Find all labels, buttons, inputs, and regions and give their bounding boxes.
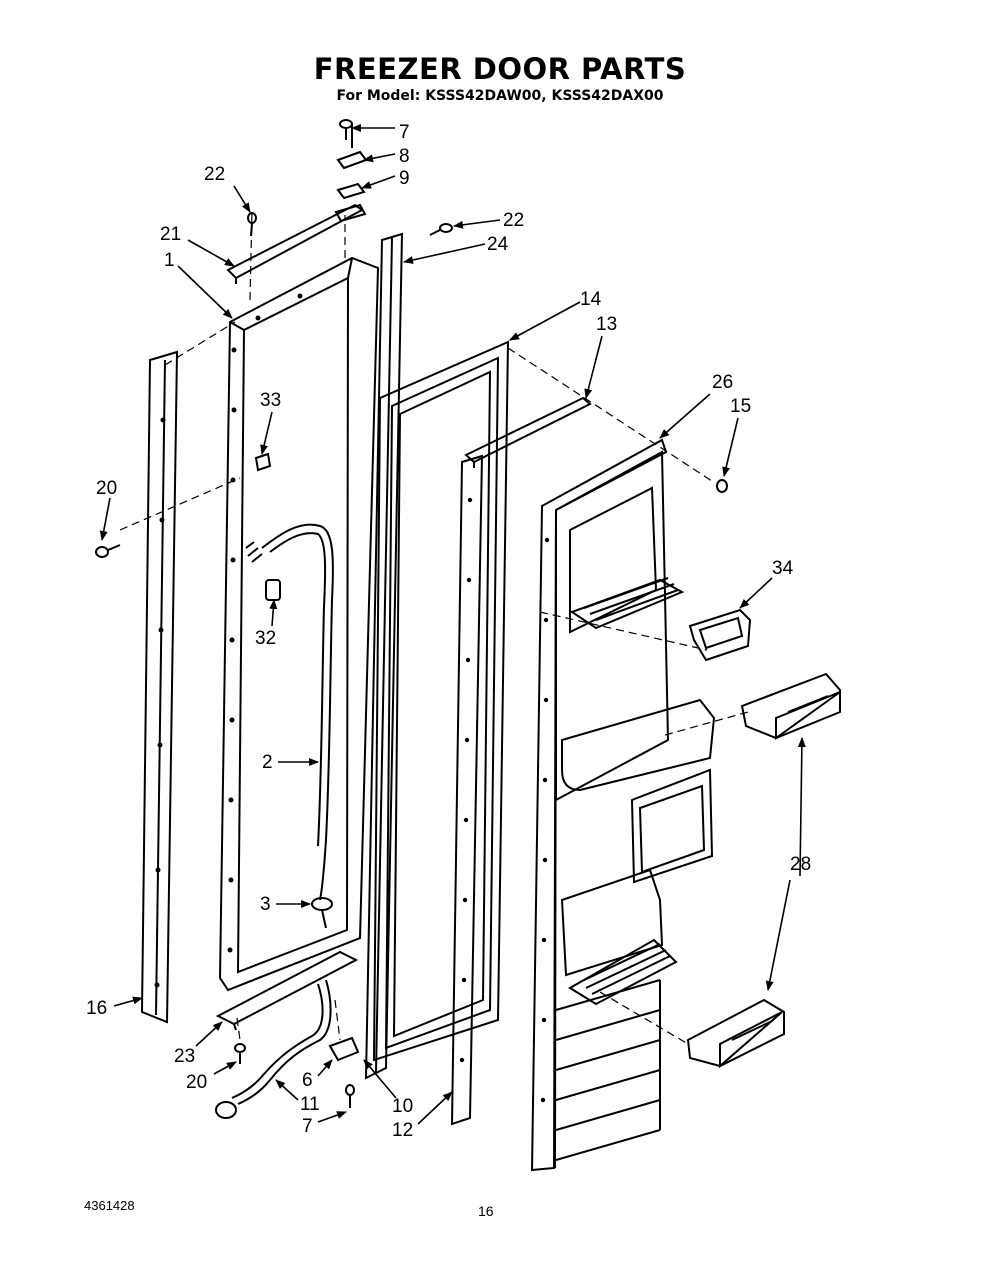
callout-26: 26 — [712, 372, 733, 393]
part-6-clip — [328, 1036, 360, 1062]
callout-33: 33 — [260, 390, 281, 411]
part-24-door-strip — [364, 232, 404, 1080]
callout-2: 2 — [262, 752, 273, 773]
callout-32: 32 — [255, 628, 276, 649]
callout-1: 1 — [164, 250, 175, 271]
document-number: 4361428 — [84, 1198, 135, 1213]
part-3-terminal — [311, 897, 333, 929]
page-number: 16 — [478, 1203, 494, 1219]
callout-10: 10 — [392, 1096, 413, 1117]
part-26-outer-door-panel — [530, 438, 716, 1172]
callout-8: 8 — [399, 146, 410, 167]
part-1-door-liner-frame — [218, 256, 380, 992]
part-14-door-gasket — [372, 340, 510, 1062]
part-23-bottom-bracket — [215, 950, 359, 1031]
part-22-screws — [247, 212, 453, 237]
part-11-water-tube — [215, 979, 332, 1119]
part-8-9-hinge — [334, 125, 368, 223]
part-16-side-rail — [140, 350, 179, 1024]
model-subtitle: For Model: KSSS42DAW00, KSSS42DAX00 — [336, 88, 664, 104]
callout-labels: 7 8 9 22 22 24 21 1 14 13 26 15 33 20 34… — [86, 122, 811, 1141]
callout-7-bottom: 7 — [302, 1116, 313, 1137]
callout-12: 12 — [392, 1120, 413, 1141]
callout-20-bottom: 20 — [186, 1072, 207, 1093]
upper-shelf-grid — [569, 577, 685, 630]
callout-24: 24 — [487, 234, 509, 255]
callout-22-left: 22 — [204, 164, 225, 185]
callout-7-top: 7 — [399, 122, 410, 143]
callout-6: 6 — [302, 1070, 313, 1091]
part-7-screw-top — [339, 119, 353, 140]
part-20-screw-top — [95, 544, 121, 558]
callout-23: 23 — [174, 1046, 195, 1067]
callout-34: 34 — [772, 558, 794, 579]
part-12-side-strip — [450, 454, 484, 1126]
callout-3: 3 — [260, 894, 271, 915]
callout-16: 16 — [86, 998, 107, 1019]
callout-21: 21 — [160, 224, 181, 245]
lower-screws — [234, 1043, 355, 1108]
part-15-screw — [716, 479, 728, 493]
page-title: FREEZER DOOR PARTS — [313, 52, 687, 86]
part-32-33-connectors — [254, 452, 281, 601]
assembly-lines — [119, 209, 749, 1045]
part-13-top-bar — [464, 396, 592, 468]
lower-shelf-grid — [568, 938, 678, 1006]
callout-15: 15 — [730, 396, 751, 417]
callout-20-top: 20 — [96, 478, 117, 499]
callout-14: 14 — [580, 289, 602, 310]
part-34-dispenser-cup — [688, 608, 752, 662]
callout-11: 11 — [300, 1094, 320, 1115]
vent-slats — [555, 979, 661, 1161]
callout-22-right: 22 — [503, 210, 524, 231]
part-28-door-shelves — [686, 672, 841, 1069]
callout-13: 13 — [596, 314, 617, 335]
part-2-wire-harness — [245, 523, 334, 901]
callout-9: 9 — [399, 168, 410, 189]
callout-28: 28 — [790, 854, 811, 875]
leader-lines — [99, 124, 806, 1125]
